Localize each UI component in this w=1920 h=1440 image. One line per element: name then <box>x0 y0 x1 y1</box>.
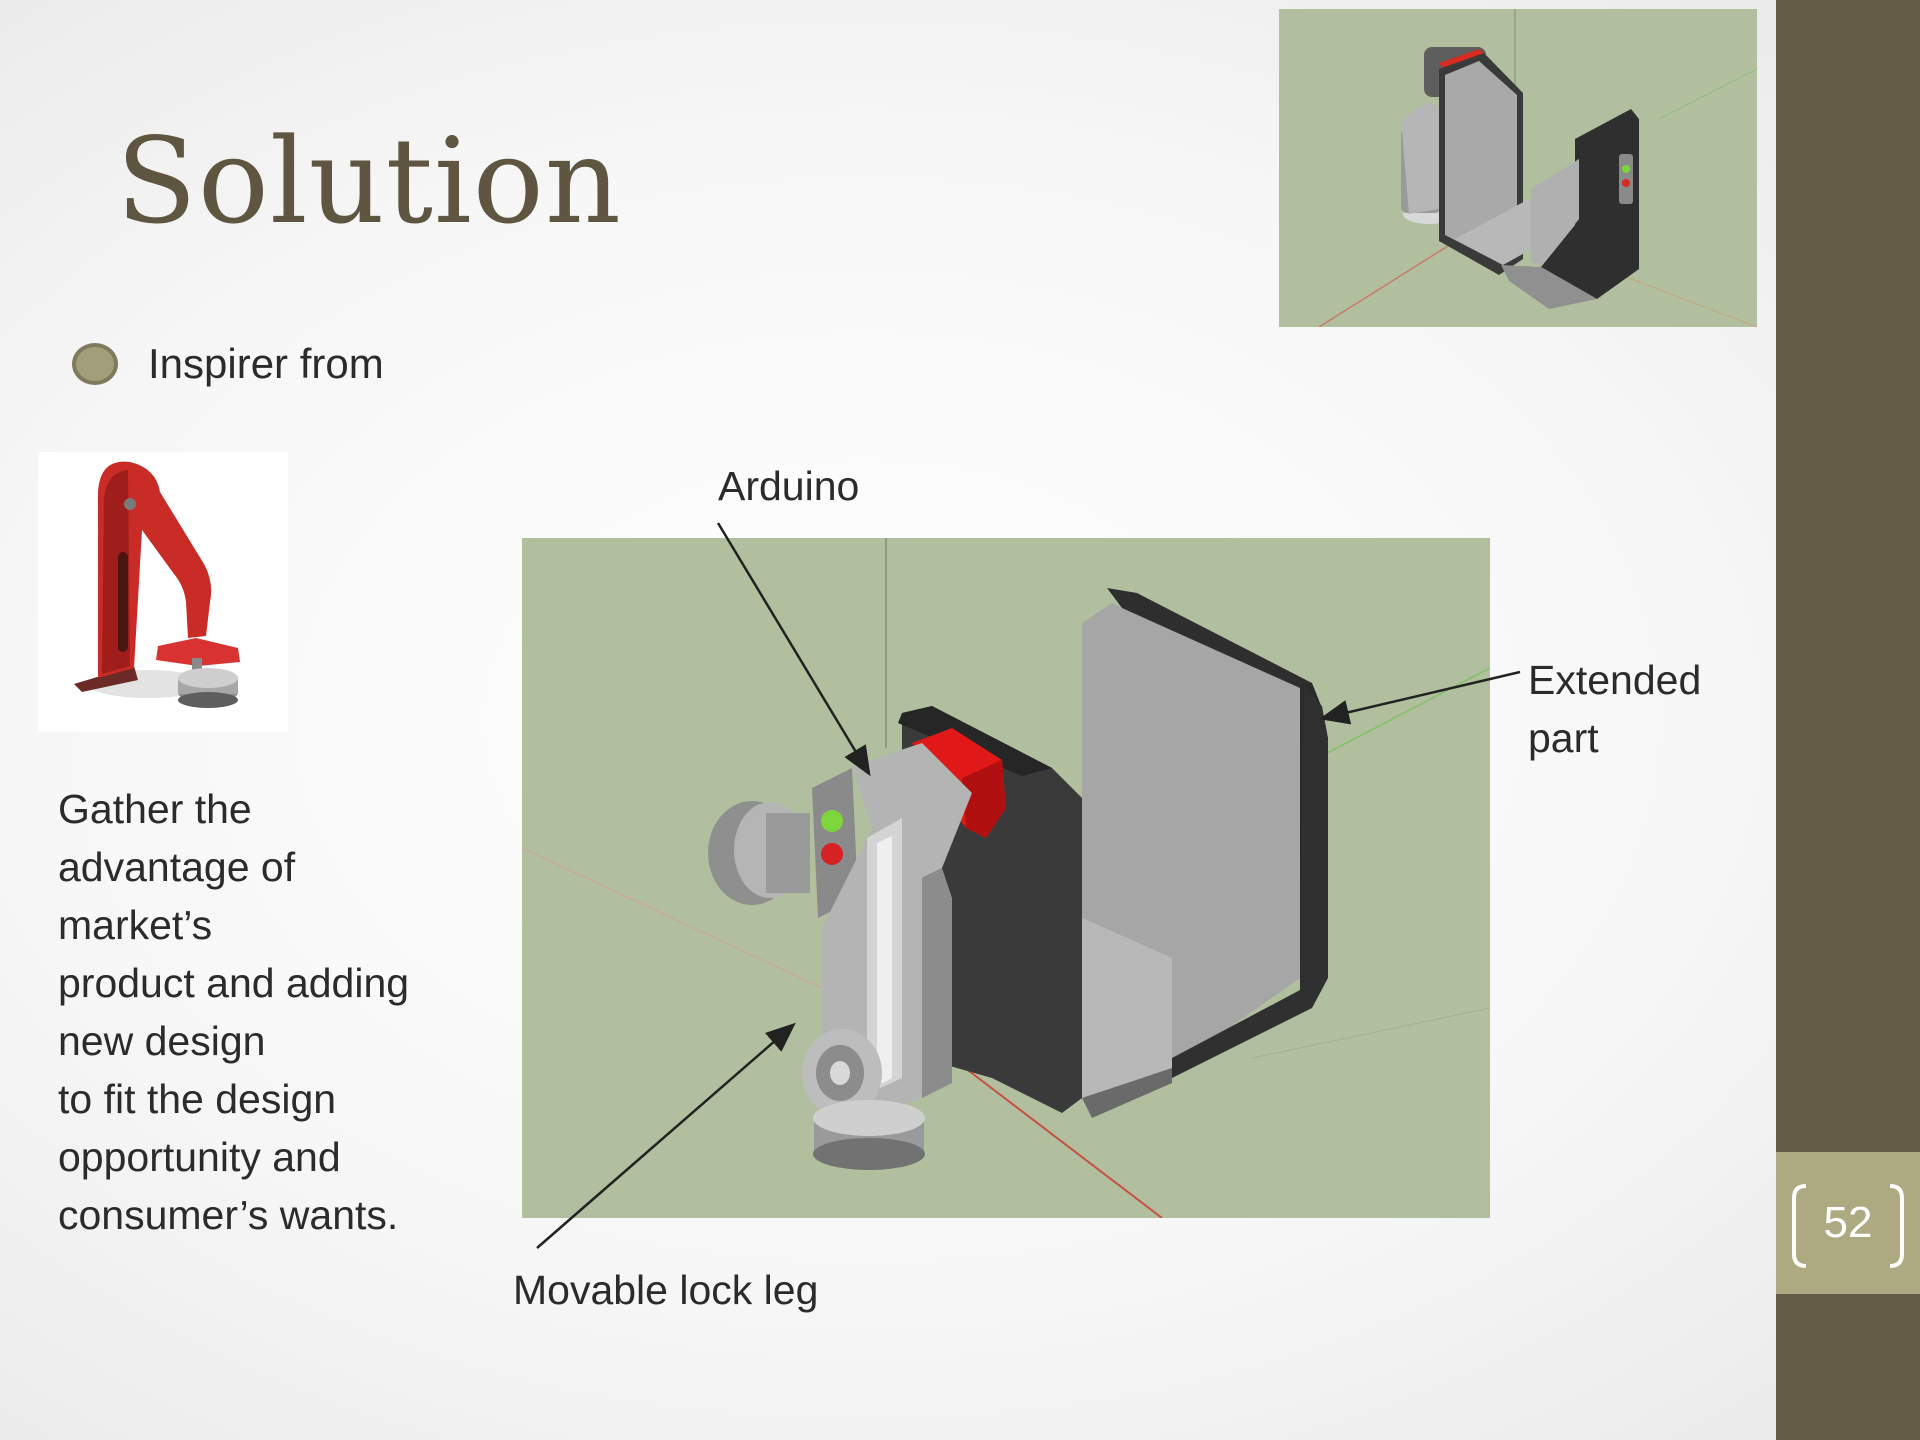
body-line: advantage of <box>58 844 296 890</box>
body-line: opportunity and <box>58 1134 341 1180</box>
bullet-text: Inspirer from <box>148 340 384 387</box>
bullet-icon <box>72 343 118 385</box>
body-line: to fit the design <box>58 1076 337 1122</box>
body-line: new design <box>58 1018 266 1064</box>
label-extended-part: Extended part <box>1528 651 1701 767</box>
page-number: 52 <box>1823 1198 1873 1247</box>
label-extended-line: part <box>1528 715 1599 761</box>
inspiration-clamp-image <box>38 452 288 732</box>
main-product-render-image <box>522 538 1490 1218</box>
label-arduino: Arduino <box>718 463 860 509</box>
body-line: market’s <box>58 902 213 948</box>
body-line: product and adding <box>58 960 410 1006</box>
body-paragraph: Gather the advantage of market’s product… <box>58 780 478 1244</box>
page-number-bracket-icon <box>1792 1184 1904 1268</box>
body-line: consumer’s wants. <box>58 1192 399 1238</box>
slide-title: Solution <box>116 112 622 250</box>
body-line: Gather the <box>58 786 252 832</box>
page-number-box <box>1776 1152 1920 1294</box>
label-movable-lock-leg: Movable lock leg <box>513 1267 819 1313</box>
label-extended-line: Extended <box>1528 657 1702 703</box>
overview-render-image <box>1279 9 1757 327</box>
